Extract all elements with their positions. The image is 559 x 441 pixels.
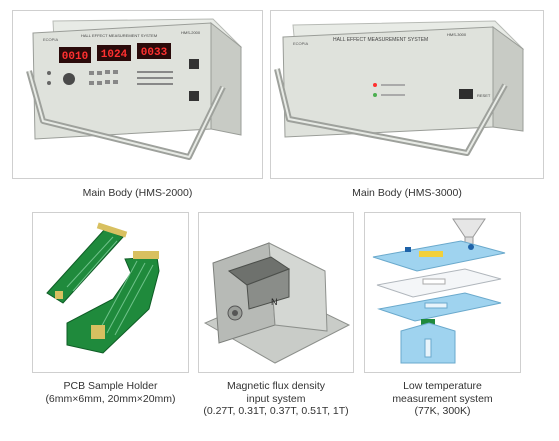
- product-card-hms-2000: 0010 1024 0033 ECOPIA HALL EFFECT MEASUR…: [12, 10, 263, 179]
- display-2: 1024: [101, 49, 128, 61]
- caption-pcb-holder: PCB Sample Holder (6mm×6mm, 20mm×20mm): [22, 380, 199, 405]
- caption-line: Low temperature: [403, 380, 482, 392]
- caption-magnet: Magnetic flux density input system (0.27…: [188, 380, 364, 418]
- panel-title: HALL EFFECT MEASUREMENT SYSTEM: [333, 37, 428, 43]
- caption-line: Magnetic flux density: [226, 380, 326, 392]
- product-card-pcb-holder: [32, 212, 189, 373]
- caption-line: measurement system: [392, 392, 493, 405]
- reset-label: RESET: [477, 93, 491, 98]
- magnet-system-image: N: [203, 242, 351, 364]
- reset-button: [459, 89, 473, 99]
- product-card-magnet: N: [198, 212, 354, 373]
- caption-hms-2000: Main Body (HMS-2000): [82, 187, 193, 199]
- caption-line: (6mm×6mm, 20mm×20mm): [45, 392, 176, 405]
- product-card-low-temp: [364, 212, 521, 373]
- pcb-sample-holder-image: [46, 222, 160, 354]
- indicator-light-icon: [373, 93, 377, 97]
- display-3: 0033: [141, 47, 168, 59]
- panel-model: HMS-3000: [447, 32, 467, 37]
- caption-low-temp: Low temperature measurement system (77K,…: [354, 380, 531, 418]
- magnet-pole-label: N: [271, 297, 278, 307]
- caption-line: PCB Sample Holder: [63, 380, 158, 392]
- display-1: 0010: [62, 51, 88, 63]
- product-card-hms-3000: ECOPIA HALL EFFECT MEASUREMENT SYSTEM HM…: [270, 10, 544, 179]
- hms-2000-device-image: 0010 1024 0033 ECOPIA HALL EFFECT MEASUR…: [26, 18, 243, 160]
- low-temperature-system-image: [372, 218, 506, 364]
- knob-icon: [63, 73, 75, 85]
- panel-brand: ECOPIA: [293, 41, 308, 46]
- caption-line: input system: [246, 392, 306, 405]
- caption-hms-3000: Main Body (HMS-3000): [352, 187, 462, 199]
- indicator-light-icon: [373, 83, 377, 87]
- caption-line: (0.27T, 0.31T, 0.37T, 0.51T, 1T): [203, 405, 349, 417]
- caption-line: (77K, 300K): [414, 405, 471, 417]
- panel-title: HALL EFFECT MEASUREMENT SYSTEM: [81, 33, 157, 38]
- panel-model: HMS-2000: [181, 30, 201, 35]
- panel-brand: ECOPIA: [43, 37, 58, 42]
- hms-3000-device-image: ECOPIA HALL EFFECT MEASUREMENT SYSTEM HM…: [274, 20, 525, 156]
